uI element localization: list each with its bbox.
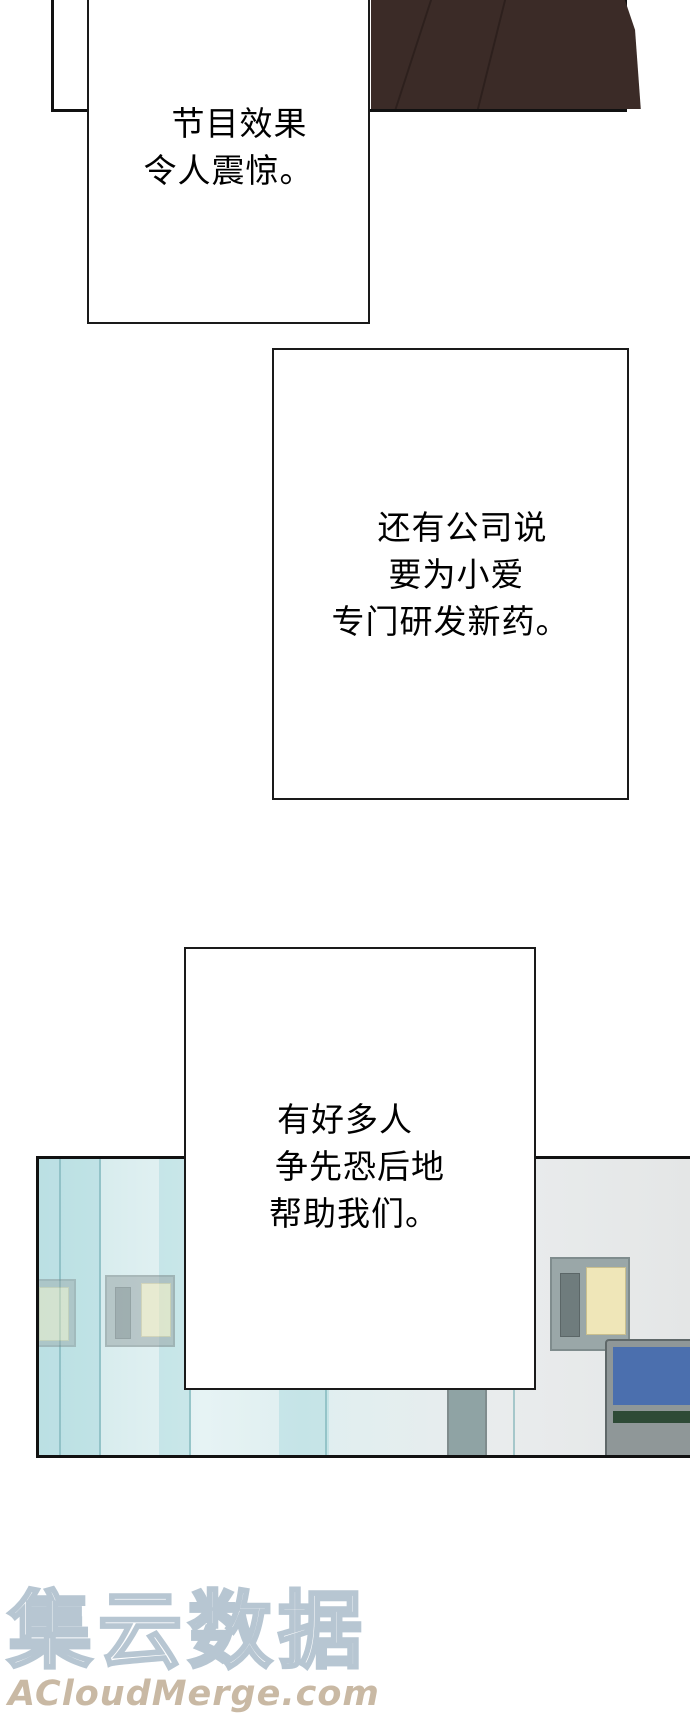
caption-line: 争先恐后地: [275, 1147, 445, 1186]
clothing-fold-line: [476, 0, 508, 109]
notice-sheet: [586, 1267, 626, 1335]
wall-panel-reflection: [39, 1279, 76, 1347]
watermark-chinese: 集云数据: [6, 1582, 369, 1680]
caption-line: 节目效果: [171, 104, 308, 143]
caption-line: 帮助我们。: [269, 1194, 439, 1233]
panel-slot: [560, 1273, 580, 1337]
caption-line: 令人震惊。: [143, 151, 314, 190]
device-readout: [613, 1411, 690, 1423]
clothing-fold-line: [394, 0, 434, 109]
panel-slot: [115, 1287, 131, 1339]
caption-line: 有好多人: [277, 1100, 413, 1139]
watermark: 集云数据 ACloudMerge.com: [6, 1582, 428, 1720]
watermark-english: ACloudMerge.com: [8, 1674, 380, 1714]
caption-line: 要为小爱: [388, 554, 525, 594]
caption-line: 还有公司说: [377, 507, 548, 547]
medical-device: [605, 1339, 690, 1455]
caption-box-1: 节目效果 令人震惊。: [87, 0, 370, 324]
notice-sheet: [39, 1287, 69, 1341]
glass-frame: [59, 1159, 61, 1455]
wall-mounted-panel: [550, 1257, 630, 1351]
caption-box-2: 还有公司说 要为小爱 专门研发新药。: [272, 348, 629, 800]
device-screen: [613, 1347, 690, 1405]
caption-box-3: 有好多人 争先恐后地 帮助我们。: [184, 947, 536, 1390]
dark-figure-silhouette: [371, 0, 641, 109]
glass-frame: [99, 1159, 101, 1455]
wall-panel-reflection: [105, 1275, 175, 1347]
caption-line: 专门研发新药。: [331, 601, 570, 641]
notice-sheet: [141, 1283, 171, 1337]
glass-partition: [39, 1159, 101, 1455]
